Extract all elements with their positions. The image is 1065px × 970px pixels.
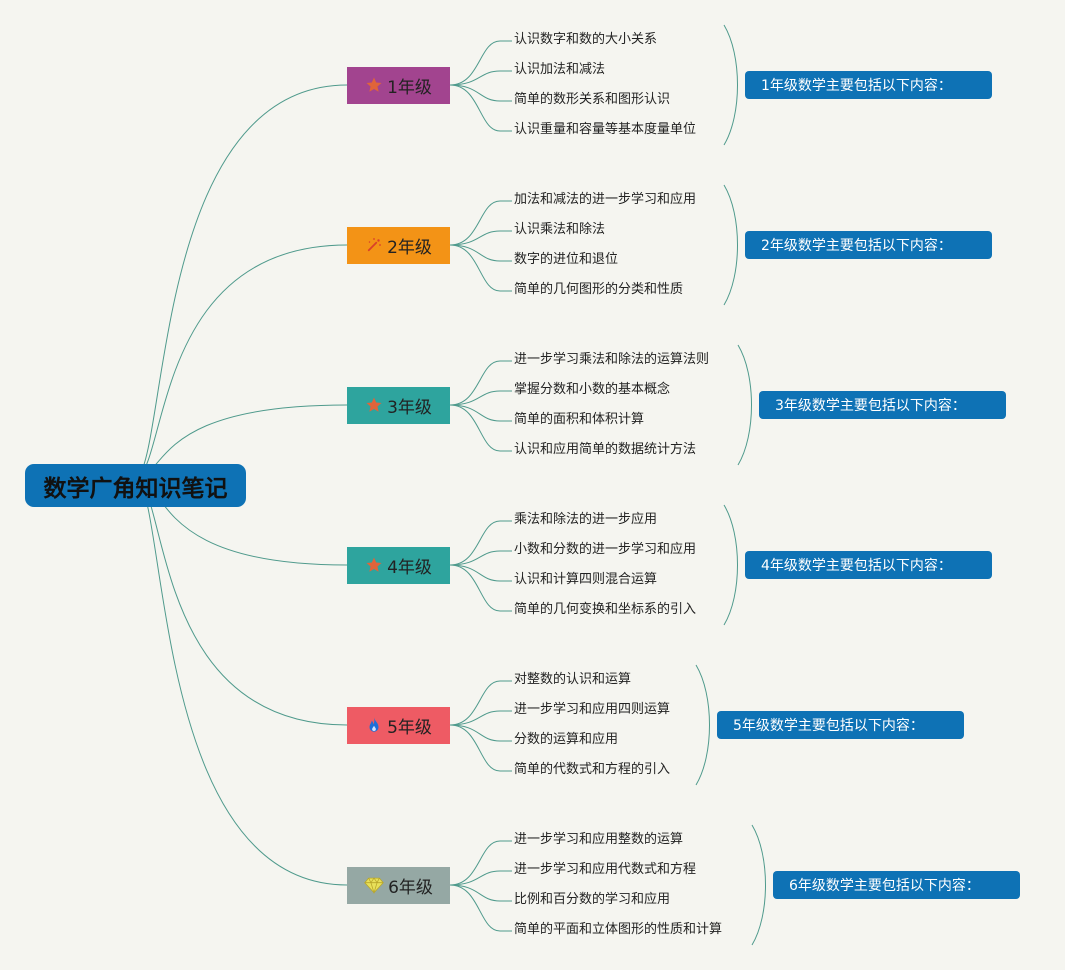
connector-line	[449, 360, 501, 406]
connector-line	[449, 564, 501, 612]
leaf-item[interactable]: 对整数的认识和运算	[514, 672, 632, 687]
leaf-item[interactable]: 认识乘法和除法	[514, 222, 606, 237]
connector-line	[137, 84, 348, 479]
connector-line	[449, 680, 501, 726]
connector-line	[723, 184, 738, 306]
leaf-item[interactable]: 简单的平面和立体图形的性质和计算	[514, 922, 723, 937]
leaf-item[interactable]: 进一步学习和应用代数式和方程	[514, 862, 697, 877]
connector-line	[723, 24, 738, 146]
grade-summary-1[interactable]: 1年级数学主要包括以下内容：	[745, 71, 992, 99]
leaf-item[interactable]: 认识数字和数的大小关系	[514, 32, 658, 47]
grade-summary-5[interactable]: 5年级数学主要包括以下内容：	[717, 711, 964, 739]
connector-line	[449, 244, 501, 262]
connector-line	[449, 200, 501, 246]
connector-line	[449, 724, 501, 742]
connector-line	[449, 550, 501, 566]
root-topic[interactable]: 数学广角知识笔记	[25, 464, 246, 507]
grade-node-4[interactable]: 4年级	[347, 546, 450, 584]
leaf-item[interactable]: 小数和分数的进一步学习和应用	[514, 542, 697, 557]
leaf-item[interactable]: 简单的几何图形的分类和性质	[514, 282, 684, 297]
connector-line	[449, 840, 501, 886]
leaf-item[interactable]: 简单的面积和体积计算	[514, 412, 645, 427]
connector-line	[449, 70, 501, 86]
connector-line	[137, 477, 348, 886]
connector-line	[449, 564, 501, 582]
leaf-item[interactable]: 进一步学习乘法和除法的运算法则	[514, 352, 710, 367]
grade-summary-3[interactable]: 3年级数学主要包括以下内容：	[759, 391, 1006, 419]
connector-line	[449, 710, 501, 726]
grade-label: 4年级	[387, 557, 432, 578]
leaf-item[interactable]: 加法和减法的进一步学习和应用	[514, 192, 697, 207]
star-icon	[365, 76, 383, 94]
grade-label: 6年级	[388, 877, 433, 898]
connector-line	[449, 724, 501, 772]
leaf-item[interactable]: 简单的数形关系和图形认识	[514, 92, 671, 107]
leaf-item[interactable]: 简单的几何变换和坐标系的引入	[514, 602, 697, 617]
root-label: 数学广角知识笔记	[43, 475, 228, 502]
connector-line	[449, 870, 501, 886]
leaf-item[interactable]: 认识重量和容量等基本度量单位	[514, 122, 697, 137]
connector-line	[723, 504, 738, 626]
leaf-item[interactable]: 掌握分数和小数的基本概念	[514, 382, 671, 397]
connector-line	[137, 477, 348, 726]
connector-line	[737, 344, 752, 466]
leaf-item[interactable]: 乘法和除法的进一步应用	[514, 512, 658, 527]
grade-summary-2[interactable]: 2年级数学主要包括以下内容：	[745, 231, 992, 259]
grade-node-1[interactable]: 1年级	[347, 66, 450, 104]
leaf-item[interactable]: 认识加法和减法	[514, 62, 606, 77]
grade-label: 2年级	[387, 237, 432, 258]
connector-line	[695, 664, 710, 786]
grade-label: 1年级	[387, 77, 432, 98]
grade-label: 3年级	[387, 397, 432, 418]
leaf-item[interactable]: 简单的代数式和方程的引入	[514, 762, 671, 777]
grade-summary-6[interactable]: 6年级数学主要包括以下内容：	[773, 871, 1020, 899]
connector-line	[449, 404, 501, 452]
connector-line	[449, 390, 501, 406]
grade-node-5[interactable]: 5年级	[347, 706, 450, 744]
grade-node-3[interactable]: 3年级	[347, 386, 450, 424]
leaf-item[interactable]: 分数的运算和应用	[514, 732, 619, 747]
leaf-item[interactable]: 比例和百分数的学习和应用	[514, 892, 671, 907]
connector-line	[449, 520, 501, 566]
connector-line	[449, 404, 501, 422]
leaf-item[interactable]: 进一步学习和应用四则运算	[514, 702, 671, 717]
connector-line	[449, 244, 501, 292]
connector-line	[449, 884, 501, 932]
grade-label: 5年级	[387, 717, 432, 738]
grade-summary-4[interactable]: 4年级数学主要包括以下内容：	[745, 551, 992, 579]
leaf-item[interactable]: 进一步学习和应用整数的运算	[514, 832, 684, 847]
grade-node-6[interactable]: 6年级	[347, 866, 450, 904]
connector-line	[449, 84, 501, 102]
flame-icon	[365, 716, 383, 734]
diamond-icon	[364, 876, 384, 894]
leaf-item[interactable]: 认识和计算四则混合运算	[514, 572, 658, 587]
connector-line	[449, 230, 501, 246]
connector-line	[137, 244, 348, 479]
star-icon	[365, 556, 383, 574]
connector-line	[449, 84, 501, 132]
star-icon	[365, 396, 383, 414]
leaf-item[interactable]: 数字的进位和退位	[514, 252, 619, 267]
leaf-item[interactable]: 认识和应用简单的数据统计方法	[514, 442, 697, 457]
connector-line	[449, 40, 501, 86]
connector-line	[449, 884, 501, 902]
connector-line	[751, 824, 766, 946]
grade-node-2[interactable]: 2年级	[347, 226, 450, 264]
magic-wand-icon	[365, 236, 383, 254]
